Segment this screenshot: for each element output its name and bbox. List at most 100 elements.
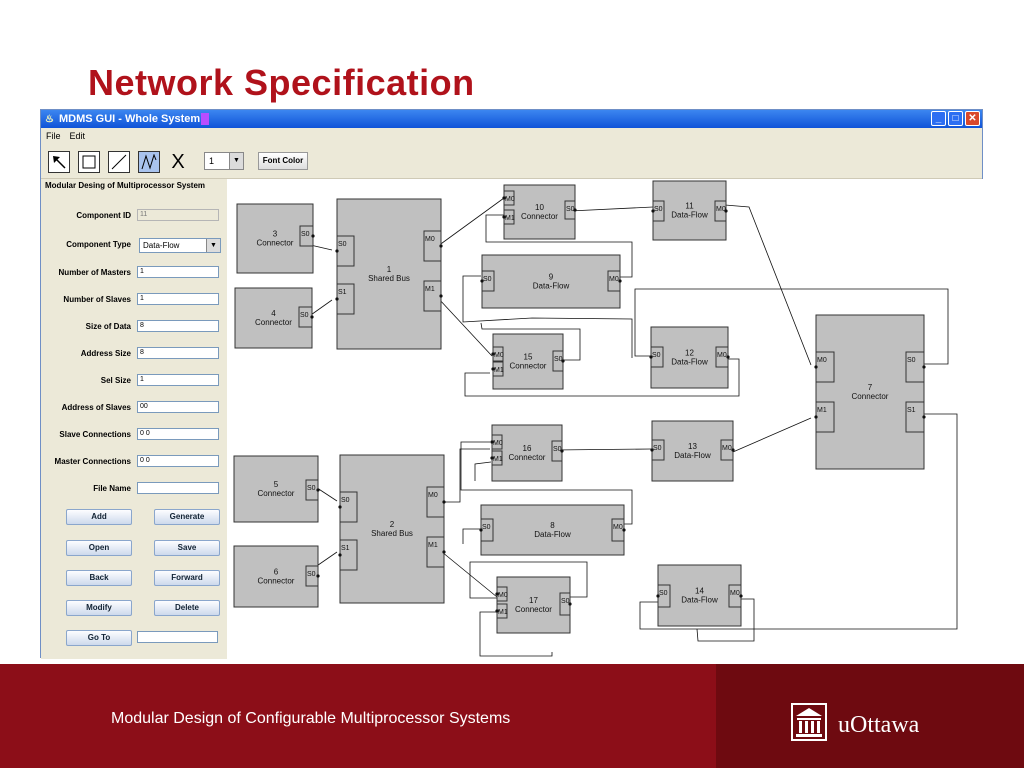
goto-button[interactable]: Go To	[66, 630, 132, 646]
network-diagram[interactable]: S03ConnectorS04ConnectorS0M0M1S11Shared …	[227, 179, 984, 659]
port-label: S0	[653, 445, 662, 452]
goto-input[interactable]	[137, 631, 218, 643]
block-body[interactable]	[651, 420, 734, 482]
open-button[interactable]: Open	[66, 540, 132, 556]
component-type-select[interactable]: Data-Flow▼	[139, 238, 221, 253]
block-id: 3	[273, 230, 278, 239]
address-of-slaves-input[interactable]: 00	[137, 401, 219, 413]
port-label: M0	[613, 524, 623, 531]
window-titlebar[interactable]: ♨MDMS GUI - Whole System _ □ ✕	[41, 110, 982, 128]
block-body[interactable]	[657, 564, 742, 627]
delete-tool-button[interactable]: X	[167, 151, 189, 173]
number-of-masters-label: Number of Masters	[58, 268, 131, 277]
block-type: Connector	[515, 605, 552, 614]
block-body[interactable]	[496, 576, 571, 634]
line-tool-button[interactable]	[108, 151, 130, 173]
port-label: S0	[652, 352, 661, 359]
number-of-masters-input[interactable]: 1	[137, 266, 219, 278]
port-dot	[922, 365, 926, 369]
number-of-slaves-input[interactable]: 1	[137, 293, 219, 305]
block-type: Connector	[852, 392, 889, 401]
port-label: M1	[425, 286, 435, 293]
x-icon: X	[171, 150, 185, 173]
block-id: 8	[550, 521, 555, 530]
port-label: M0	[425, 236, 435, 243]
size-of-data-input[interactable]: 8	[137, 320, 219, 332]
block-id: 14	[695, 587, 704, 596]
minimize-button[interactable]: _	[931, 111, 946, 126]
add-button[interactable]: Add	[66, 509, 132, 525]
block-body[interactable]	[233, 455, 319, 523]
port-label: S0	[307, 571, 316, 578]
block-body[interactable]	[492, 333, 564, 390]
font-color-button[interactable]: Font Color	[258, 152, 308, 170]
window-title: MDMS GUI - Whole System	[59, 113, 201, 125]
component-id-input[interactable]: 11	[137, 209, 219, 221]
port-label: M0	[498, 592, 508, 599]
file-name-input[interactable]	[137, 482, 219, 494]
maximize-button[interactable]: □	[948, 111, 963, 126]
back-button[interactable]: Back	[66, 570, 132, 586]
block-type: Data-Flow	[533, 282, 570, 291]
sel-size-input[interactable]: 1	[137, 374, 219, 386]
generate-button[interactable]: Generate	[154, 509, 220, 525]
wave-tool-button[interactable]	[138, 151, 160, 173]
block-body[interactable]	[480, 504, 625, 556]
port-dot	[649, 355, 653, 359]
number-of-slaves-label: Number of Slaves	[63, 295, 131, 304]
footer-text: Modular Design of Configurable Multiproc…	[111, 710, 511, 727]
port-dot	[650, 448, 654, 452]
menu-edit[interactable]: Edit	[69, 131, 86, 141]
delete-button[interactable]: Delete	[154, 600, 220, 616]
block-body[interactable]	[650, 326, 729, 389]
port-dot	[726, 355, 730, 359]
port-label: M1	[428, 542, 438, 549]
connection-wires	[305, 197, 958, 657]
diagram-blocks[interactable]: S03ConnectorS04ConnectorS0M0M1S11Shared …	[233, 180, 926, 634]
rectangle-tool-button[interactable]	[78, 151, 100, 173]
pointer-tool-button[interactable]	[48, 151, 70, 173]
address-size-input[interactable]: 8	[137, 347, 219, 359]
port-label: S1	[907, 407, 916, 414]
port-label: S0	[907, 357, 916, 364]
size-select[interactable]: 1▼	[204, 152, 244, 170]
block-body[interactable]	[481, 254, 621, 309]
master-connections-input[interactable]: 0 0	[137, 455, 219, 467]
save-button[interactable]: Save	[154, 540, 220, 556]
block-id: 9	[549, 273, 554, 282]
block-body[interactable]	[336, 198, 442, 350]
block-id: 4	[271, 309, 276, 318]
port-dot	[656, 594, 660, 598]
block-body[interactable]	[491, 424, 563, 482]
block-body[interactable]	[503, 184, 576, 240]
block-body[interactable]	[233, 545, 319, 608]
block-type: Data-Flow	[671, 211, 708, 220]
slave-connections-input[interactable]: 0 0	[137, 428, 219, 440]
forward-button[interactable]: Forward	[154, 570, 220, 586]
close-button[interactable]: ✕	[965, 111, 980, 126]
block-body[interactable]	[339, 454, 445, 604]
modify-button[interactable]: Modify	[66, 600, 132, 616]
port-label: S0	[482, 524, 491, 531]
block-body[interactable]	[815, 314, 925, 470]
menu-file[interactable]: File	[46, 131, 61, 141]
